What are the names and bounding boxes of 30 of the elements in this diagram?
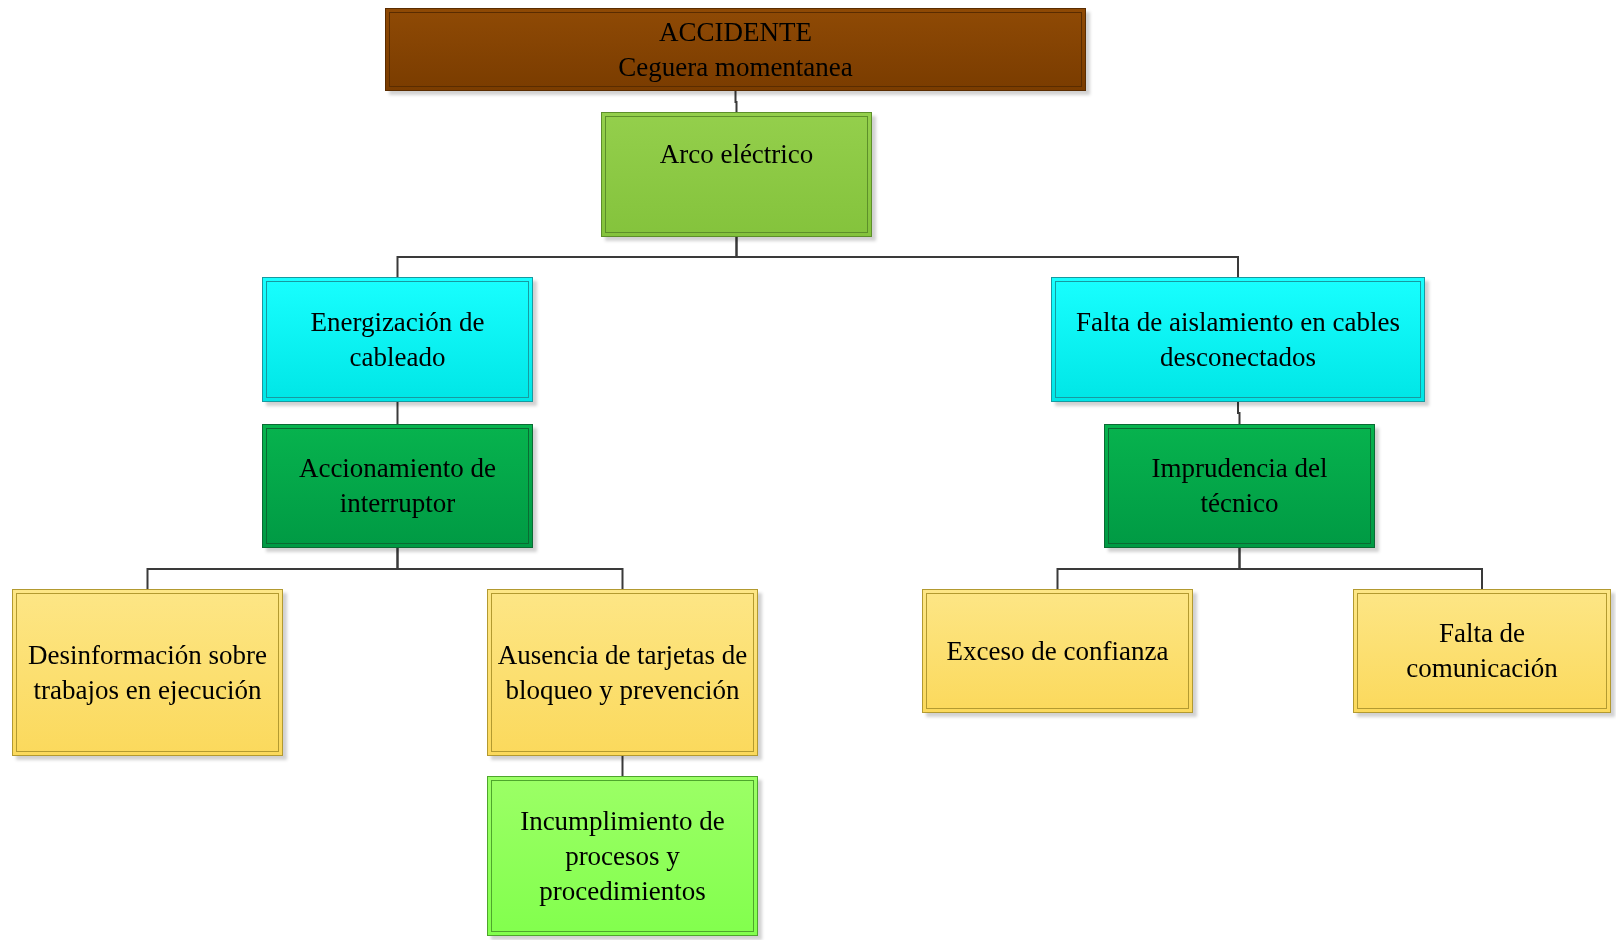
box-text: Ceguera momentanea [618, 50, 853, 84]
connector-line [1238, 547, 1483, 590]
box-text: Ausencia de tarjetas de bloqueo y prevención [496, 638, 749, 707]
cause-box [487, 776, 758, 936]
box-text: Incumplimiento de procesos y procedimientos [519, 804, 726, 908]
cause-box [262, 424, 533, 548]
cause-box [12, 589, 283, 756]
box-text: Imprudencia del técnico [1150, 452, 1329, 520]
connector-line [734, 90, 738, 113]
cause-box [1104, 424, 1375, 548]
box-text: ACCIDENTE [659, 15, 812, 49]
connector-line [396, 401, 399, 425]
cause-box [1353, 589, 1611, 713]
cause-box [385, 8, 1086, 91]
cause-box [922, 589, 1193, 713]
box-text: Exceso de confianza [946, 634, 1169, 668]
box-text: Accionamiento de interruptor [297, 452, 498, 520]
box-text: Energización de cableado [309, 305, 486, 374]
cause-box [601, 112, 872, 237]
box-text: Falta de aislamiento en cables desconectados [1075, 305, 1401, 374]
cause-box [487, 589, 758, 756]
connector-line [621, 755, 624, 777]
connector-line [1237, 401, 1241, 425]
connector-line [735, 236, 1239, 278]
cause-box [262, 277, 533, 402]
cause-box [1051, 277, 1425, 402]
box-text: Falta de comunicación [1405, 617, 1559, 685]
connector-line [396, 547, 624, 590]
box-text: Arco eléctrico [659, 138, 814, 171]
box-text: Desinformación sobre trabajos en ejecución [26, 638, 269, 707]
